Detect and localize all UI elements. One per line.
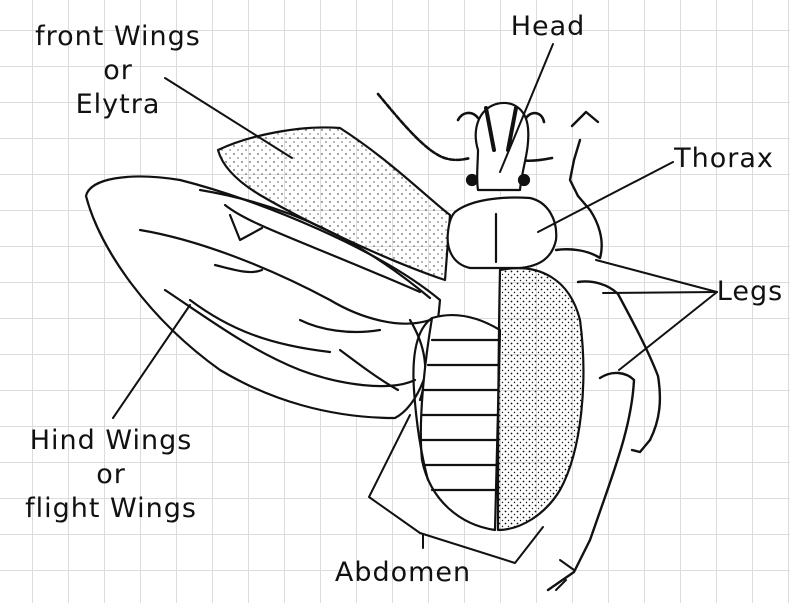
label-front-wings-line2: or — [6, 54, 230, 88]
label-thorax: Thorax — [668, 142, 780, 176]
label-thorax-text: Thorax — [668, 142, 780, 176]
label-hind-wings-line1: Hind Wings — [4, 424, 218, 458]
closed-elytron — [498, 268, 583, 530]
label-head-text: Head — [508, 10, 588, 44]
label-front-wings-line1: front Wings — [6, 20, 230, 54]
label-front-wings-line3: Elytra — [6, 88, 230, 122]
label-hind-wings: Hind Wings or flight Wings — [4, 424, 218, 526]
label-abdomen: Abdomen — [328, 556, 478, 590]
label-legs: Legs — [712, 275, 788, 309]
label-hind-wings-line2: or — [4, 458, 218, 492]
label-front-wings: front Wings or Elytra — [6, 20, 230, 122]
thorax — [448, 198, 557, 268]
label-head: Head — [508, 10, 588, 44]
label-abdomen-text: Abdomen — [328, 556, 478, 590]
label-legs-text: Legs — [712, 275, 788, 309]
label-hind-wings-line3: flight Wings — [4, 492, 218, 526]
